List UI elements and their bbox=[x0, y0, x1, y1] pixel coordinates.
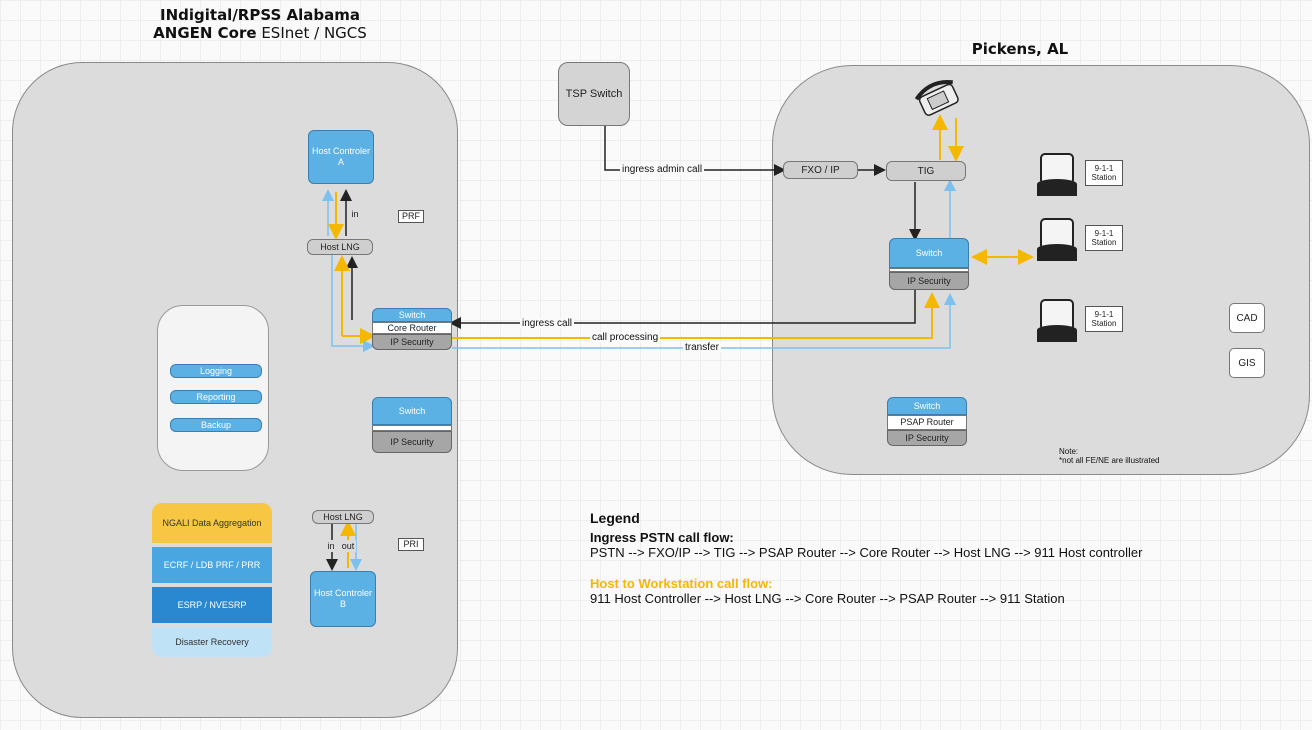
cad-box: CAD bbox=[1229, 303, 1265, 333]
gis-box: GIS bbox=[1229, 348, 1265, 378]
host-lng-b: Host LNG bbox=[312, 510, 374, 524]
legend-title: Legend bbox=[590, 510, 640, 526]
host-controller-b: Host Controler B bbox=[310, 571, 376, 627]
workstation-icon bbox=[1037, 299, 1077, 342]
workstation-icon bbox=[1037, 218, 1077, 261]
core-ip-security-1: IP Security bbox=[372, 334, 452, 350]
services-panel bbox=[157, 305, 269, 471]
core-title-line1: INdigital/RPSS Alabama bbox=[160, 6, 360, 24]
station-3: 9-1-1 Station bbox=[1033, 298, 1133, 348]
core-switch-2-gap bbox=[372, 425, 452, 431]
pri-label: PRI bbox=[398, 538, 424, 551]
core-router: Core Router bbox=[372, 322, 452, 334]
legend-text-ingress: PSTN --> FXO/IP --> TIG --> PSAP Router … bbox=[590, 545, 1143, 560]
psap-switch-gap bbox=[889, 268, 969, 272]
psap-ip-security: IP Security bbox=[889, 272, 969, 290]
ngali-data-aggregation: NGALI Data Aggregation bbox=[152, 503, 272, 543]
esrp-nvesrp: ESRP / NVESRP bbox=[152, 587, 272, 623]
legend-heading-host: Host to Workstation call flow: bbox=[590, 576, 773, 591]
psap-ip-security-2: IP Security bbox=[887, 430, 967, 446]
station-label: 9-1-1 Station bbox=[1085, 306, 1123, 332]
tig: TIG bbox=[886, 161, 966, 181]
label-out-b: out bbox=[340, 540, 356, 552]
station-2: 9-1-1 Station bbox=[1033, 217, 1133, 267]
psap-router: PSAP Router bbox=[887, 415, 967, 430]
core-switch-2: Switch bbox=[372, 397, 452, 425]
tsp-switch: TSP Switch bbox=[558, 62, 630, 126]
fxo-ip: FXO / IP bbox=[783, 161, 858, 179]
disaster-recovery: Disaster Recovery bbox=[152, 627, 272, 657]
legend: Legend Ingress PSTN call flow: PSTN --> … bbox=[590, 510, 1142, 606]
psap-panel bbox=[772, 65, 1310, 475]
label-ingress-call: ingress call bbox=[520, 318, 575, 329]
label-in-b: in bbox=[325, 540, 337, 552]
psap-note-line1: Note: bbox=[1059, 447, 1079, 456]
core-title: INdigital/RPSS Alabama ANGEN Core ESInet… bbox=[110, 6, 410, 42]
site-title: Pickens, AL bbox=[971, 40, 1069, 58]
core-title-line2-bold: ANGEN Core bbox=[153, 24, 257, 42]
label-transfer: transfer bbox=[683, 342, 721, 353]
label-call-processing: call processing bbox=[590, 332, 661, 343]
station-label: 9-1-1 Station bbox=[1085, 160, 1123, 186]
core-ip-security-2: IP Security bbox=[372, 431, 452, 453]
workstation-icon bbox=[1037, 153, 1077, 196]
host-controller-a: Host Controler A bbox=[308, 130, 374, 184]
label-in-a: in bbox=[348, 208, 362, 220]
station-label: 9-1-1 Station bbox=[1085, 225, 1123, 251]
service-backup: Backup bbox=[170, 418, 262, 432]
psap-switch-2: Switch bbox=[887, 397, 967, 415]
core-title-line2-light: ESInet / NGCS bbox=[256, 24, 367, 42]
service-logging: Logging bbox=[170, 364, 262, 378]
ecrf-ldb: ECRF / LDB PRF / PRR bbox=[152, 547, 272, 583]
legend-text-host: 911 Host Controller --> Host LNG --> Cor… bbox=[590, 591, 1065, 606]
station-1: 9-1-1 Station bbox=[1033, 152, 1133, 202]
psap-note-line2: *not all FE/NE are illustrated bbox=[1059, 456, 1160, 465]
psap-switch: Switch bbox=[889, 238, 969, 268]
label-ingress-admin-call: ingress admin call bbox=[620, 164, 705, 175]
prf-label: PRF bbox=[398, 210, 424, 223]
service-reporting: Reporting bbox=[170, 390, 262, 404]
psap-note: Note: *not all FE/NE are illustrated bbox=[1059, 447, 1160, 465]
host-lng-a: Host LNG bbox=[307, 239, 373, 255]
legend-heading-ingress: Ingress PSTN call flow: bbox=[590, 530, 734, 545]
core-switch-1: Switch bbox=[372, 308, 452, 322]
